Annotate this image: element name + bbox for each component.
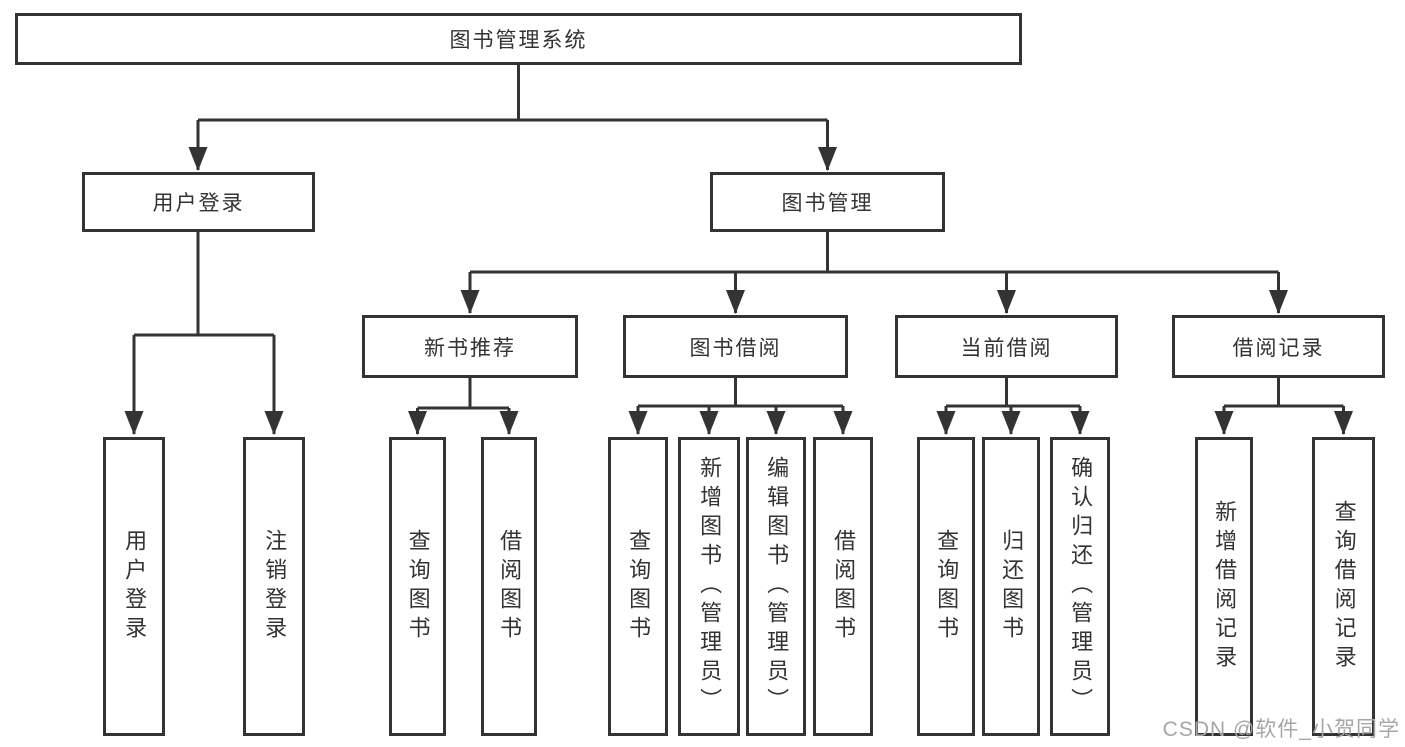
node-leaf-edit-books-admin: 编辑图书（管理员）	[746, 437, 806, 736]
node-leaf-recommend-borrow-books: 借阅图书	[481, 437, 537, 736]
node-new-book-recommend: 新书推荐	[362, 315, 578, 378]
node-book-management: 图书管理	[710, 172, 945, 232]
node-label: 借阅图书	[497, 528, 523, 645]
node-label: 注销登录	[262, 528, 288, 645]
node-label: 借阅图书	[831, 528, 857, 645]
node-label: 查询图书	[626, 528, 652, 645]
node-leaf-borrowing-query-books: 查询图书	[608, 437, 668, 736]
node-leaf-current-query-books: 查询图书	[917, 437, 975, 736]
node-label: 新书推荐	[424, 336, 516, 360]
node-label: 当前借阅	[960, 336, 1053, 360]
node-user-login: 用户登录	[82, 172, 315, 232]
node-leaf-user-login: 用户登录	[103, 437, 165, 736]
node-label: 新增借阅记录	[1212, 499, 1238, 674]
node-label: 查询图书	[405, 528, 431, 645]
node-leaf-borrowing-borrow-books: 借阅图书	[813, 437, 873, 736]
node-label: 确认归还（管理员）	[1068, 456, 1094, 717]
node-leaf-confirm-return-admin: 确认归还（管理员）	[1050, 437, 1110, 736]
node-root: 图书管理系统	[15, 13, 1022, 65]
node-leaf-query-borrow-record: 查询借阅记录	[1312, 437, 1375, 736]
node-label: 图书管理	[781, 192, 874, 215]
node-book-borrowing: 图书借阅	[623, 315, 848, 378]
node-label: 查询借阅记录	[1331, 499, 1357, 674]
node-label: 图书借阅	[689, 336, 782, 360]
node-leaf-add-books-admin: 新增图书（管理员）	[678, 437, 740, 736]
node-label: 用户登录	[122, 528, 148, 645]
node-leaf-logout: 注销登录	[243, 437, 305, 736]
node-leaf-add-borrow-record: 新增借阅记录	[1195, 437, 1253, 736]
node-borrowing-records: 借阅记录	[1172, 315, 1385, 378]
node-label: 借阅记录	[1232, 336, 1325, 360]
node-label: 用户登录	[152, 192, 245, 215]
node-label: 新增图书（管理员）	[697, 456, 723, 717]
node-label: 编辑图书（管理员）	[764, 456, 790, 717]
node-label: 查询图书	[934, 528, 960, 645]
node-leaf-recommend-query-books: 查询图书	[389, 437, 446, 736]
node-label: 归还图书	[999, 528, 1025, 645]
csdn-watermark: CSDN @软件_小贺同学	[1162, 718, 1400, 741]
node-label: 图书管理系统	[449, 29, 588, 52]
node-current-borrowing: 当前借阅	[895, 315, 1118, 378]
node-leaf-return-books: 归还图书	[982, 437, 1040, 736]
